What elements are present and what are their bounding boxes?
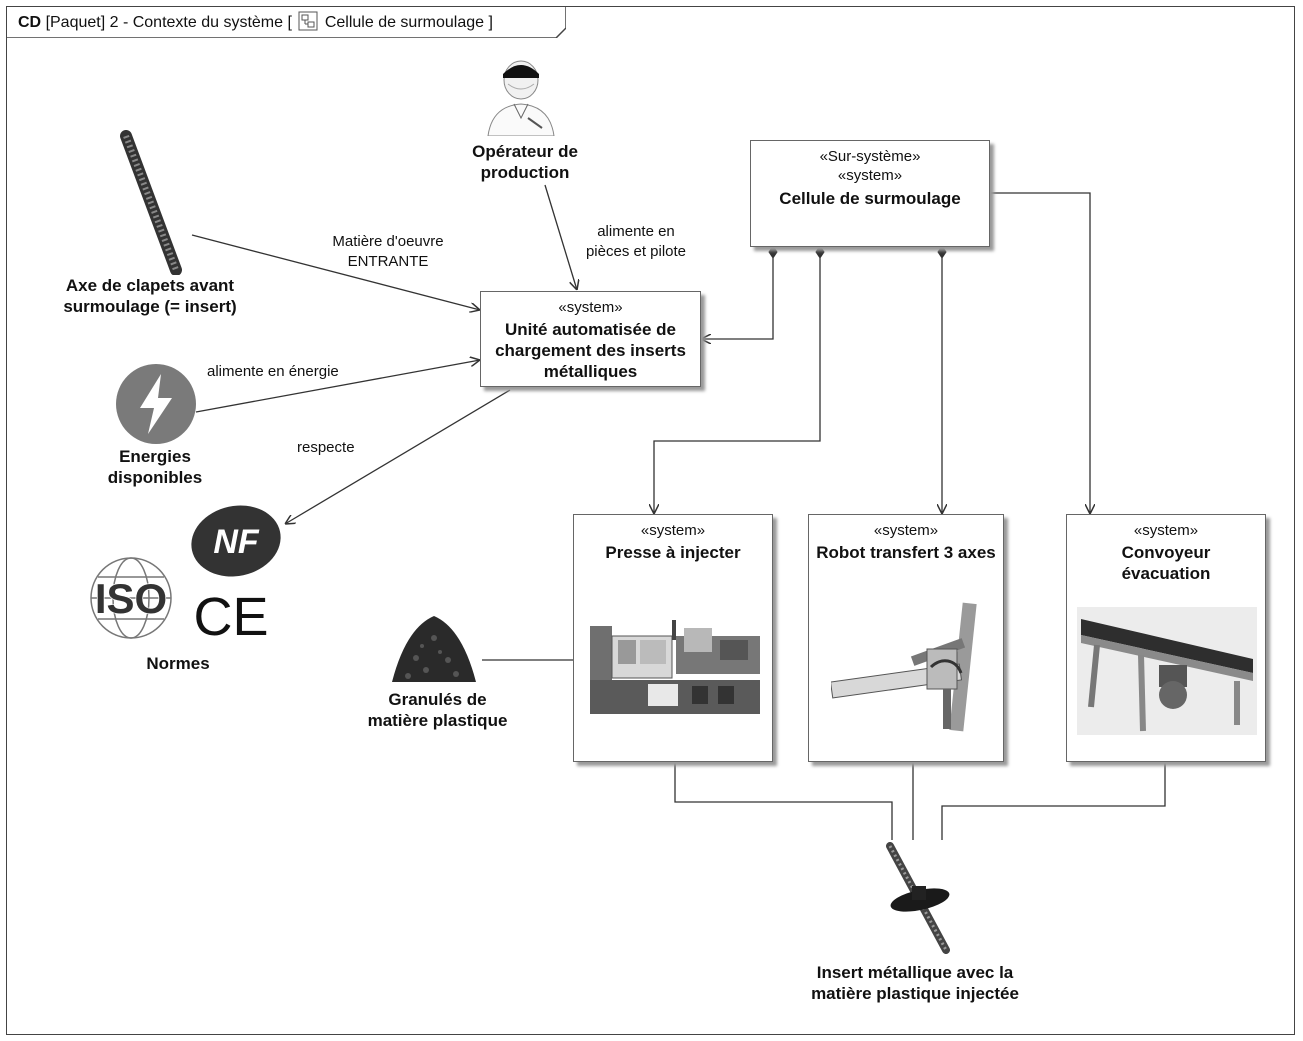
actor-granules-line1: Granulés de (388, 690, 487, 709)
diamond-robot (937, 245, 947, 259)
flow-presse-insert (674, 762, 893, 840)
overmolded-insert-image (886, 842, 950, 954)
transfer-robot-image (831, 602, 977, 732)
composition-presse (654, 258, 821, 514)
label-matiere-line1: Matière d'oeuvre (332, 233, 444, 250)
actor-energies-line1: Energies (119, 447, 191, 466)
label-matiere-line2: ENTRANTE (347, 253, 429, 270)
nf-logo: NF (191, 505, 281, 577)
actor-energies[interactable]: Energies disponibles (80, 446, 230, 488)
diamond-presse (815, 245, 825, 259)
nf-logo-text: NF (213, 523, 260, 561)
block-diagram-icon (298, 11, 318, 31)
actor-operateur-line1: Opérateur de (472, 142, 578, 161)
label-matiere-oeuvre: Matière d'oeuvre ENTRANTE (308, 232, 468, 272)
block-presse[interactable]: «system» Presse à injecter (573, 514, 773, 762)
stereotype-system: «system» (873, 522, 939, 539)
conveyor-image (1077, 607, 1257, 735)
iso-logo-text: ISO (95, 575, 167, 622)
block-name: Presse à injecter (605, 543, 741, 562)
actor-axe-clapets[interactable]: Axe de clapets avant surmoulage (= inser… (35, 275, 265, 317)
flow-respecte (285, 389, 511, 524)
actor-operateur-line2: production (480, 163, 570, 182)
ce-logo-text: CE (194, 590, 268, 640)
actor-axe-line1: Axe de clapets avant (65, 276, 235, 295)
block-name: Robot transfert 3 axes (816, 543, 996, 562)
actor-axe-line2: surmoulage (= insert) (63, 297, 237, 316)
label-alimente-pieces: alimente en pièces et pilote (566, 222, 706, 262)
actor-insert-injecte[interactable]: Insert métallique avec la matière plasti… (770, 962, 1060, 1004)
stereotype-system: «system» (558, 299, 623, 316)
plastic-granules-image (392, 616, 476, 682)
flow-operateur (544, 184, 577, 290)
block-convoyeur[interactable]: «system» Convoyeur évacuation (1066, 514, 1266, 762)
block-name: Convoyeur évacuation (1121, 543, 1211, 583)
ce-logo: CE (194, 590, 268, 640)
stereotype-system: «system» (640, 522, 706, 539)
flow-convoyeur-insert (941, 762, 1166, 840)
stereotype-system: «system» (837, 167, 903, 184)
label-alimente-line2: pièces et pilote (585, 243, 687, 260)
header-tab-outline (6, 6, 566, 38)
block-unite-chargement[interactable]: «system» Unité automatisée de chargement… (480, 291, 701, 387)
label-alimente-line1: alimente en (597, 223, 675, 240)
lightning-icon (116, 364, 196, 444)
stereotype-sur-systeme: «Sur-système» (819, 148, 921, 165)
flow-energie (195, 360, 480, 413)
actor-energies-line2: disponibles (107, 468, 203, 487)
label-respecte: respecte (297, 439, 355, 456)
header-kind: CD (18, 14, 42, 31)
actor-insert-line1: Insert métallique avec la (816, 963, 1014, 982)
composition-unite (701, 258, 774, 339)
actor-granules-line2: matière plastique (367, 711, 508, 730)
header-package: [Paquet] 2 - Contexte du système [ (45, 14, 292, 31)
valve-axle-image (120, 130, 182, 275)
actor-operateur[interactable]: Opérateur de production (445, 141, 605, 183)
actor-normes[interactable]: Normes (146, 654, 210, 673)
header-text: CD [Paquet] 2 - Contexte du système [ Ce… (18, 11, 493, 32)
diamond-unite (768, 245, 778, 259)
composition-convoyeur (992, 192, 1090, 514)
header-close: ] (488, 14, 493, 31)
operator-icon (487, 60, 555, 136)
diagram-frame (6, 6, 1295, 1035)
iso-logo: ISO (90, 557, 172, 639)
diagram-header: CD [Paquet] 2 - Contexte du système [ Ce… (6, 6, 566, 38)
stereotype-system: «system» (1133, 522, 1199, 539)
actor-granules[interactable]: Granulés de matière plastique (340, 689, 535, 731)
flow-matiere (191, 234, 480, 310)
block-robot[interactable]: «system» Robot transfert 3 axes (808, 514, 1004, 762)
block-cellule-surmoulage[interactable]: «Sur-système» «system» Cellule de surmou… (750, 140, 990, 247)
block-name: Cellule de surmoulage (779, 189, 961, 208)
label-alimente-energie: alimente en énergie (207, 363, 339, 380)
injection-press-image (590, 620, 760, 714)
actor-insert-line2: matière plastique injectée (811, 984, 1019, 1003)
block-name: Unité automatisée de chargement des inse… (495, 320, 686, 381)
header-block: Cellule de surmoulage (324, 14, 485, 31)
